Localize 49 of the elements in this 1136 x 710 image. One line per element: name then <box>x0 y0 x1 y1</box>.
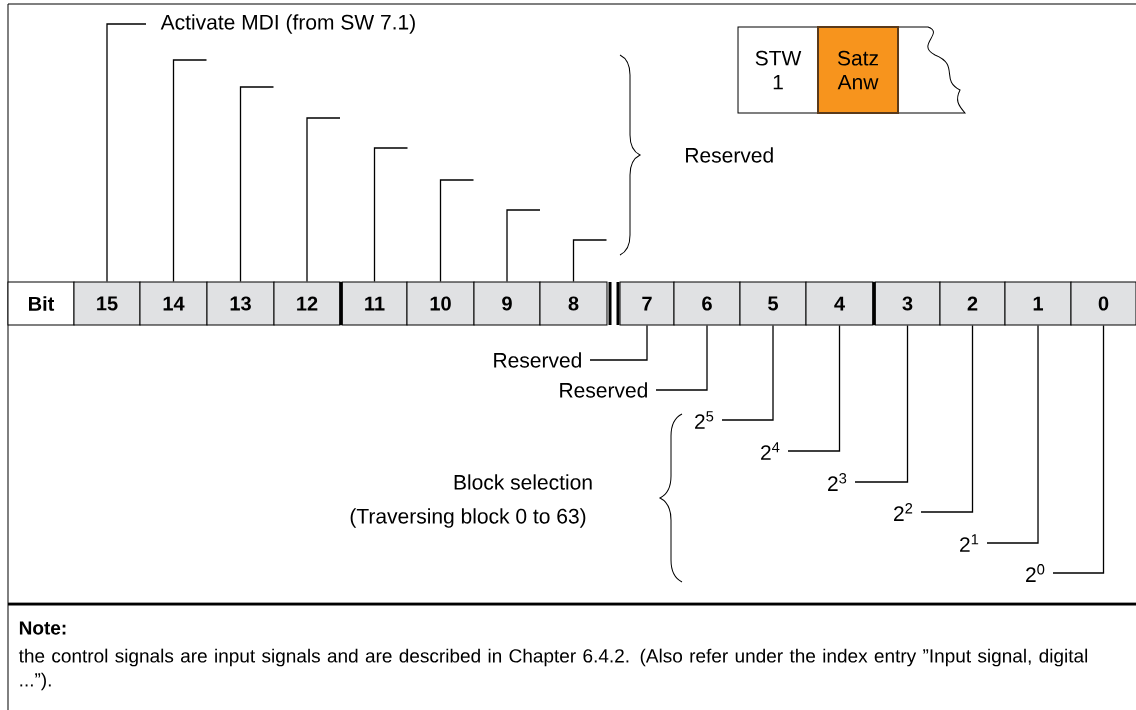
leader-line <box>920 324 974 513</box>
callout-text: 2$^{2}$ <box>894 503 913 521</box>
callout-text: Activate MDI (from SW 7.1) <box>160 14 415 34</box>
leader-line <box>589 324 648 361</box>
bit-cell: 6 <box>673 281 741 326</box>
leader-line <box>106 23 147 283</box>
bracket-label: (Traversing block 0 to 63) <box>350 508 586 528</box>
leader-line <box>986 324 1039 544</box>
callout-text: Reserved <box>494 352 581 368</box>
callout-text: 2$^{0}$ <box>1026 564 1045 582</box>
register-box: Satz Anw <box>817 26 899 114</box>
bit-cell: Bit <box>7 281 75 326</box>
leader-line <box>572 239 608 283</box>
bracket-label: Block selection <box>454 474 592 490</box>
note-text: the control signals are input signals and are described in Chapter 6.4.2. (Also refer under the index entry ”Input signal, digital ...”). <box>18 648 1088 691</box>
bit-cell: 11 <box>341 281 408 326</box>
bit-cell: 12 <box>273 281 341 326</box>
callout-text: 2$^{4}$ <box>761 442 780 460</box>
leader-line <box>721 324 774 421</box>
bit-cell: 13 <box>206 281 275 326</box>
leader-line <box>373 147 409 283</box>
bit-cell: 15 <box>73 281 141 326</box>
bracket-label: Reserved <box>686 147 773 163</box>
callout-text: Reserved <box>560 382 647 398</box>
leader-line <box>506 209 541 283</box>
bit-cell: 10 <box>406 281 475 326</box>
leader-line <box>1052 324 1105 574</box>
leader-line <box>439 179 475 283</box>
callout-text: 2$^{1}$ <box>960 534 979 552</box>
leader-line <box>239 86 275 283</box>
bit-cell: 8 <box>539 281 608 326</box>
register-box: STW 1 <box>737 26 819 114</box>
bit-cell: 1 <box>1004 281 1072 326</box>
bit-cell: 2 <box>939 281 1006 326</box>
bit-cell: 0 <box>1070 281 1136 326</box>
callout-text: 2$^{5}$ <box>695 411 714 429</box>
bit-cell: 5 <box>739 281 807 326</box>
callout-text: 2$^{3}$ <box>828 473 847 491</box>
leader-line <box>854 324 909 483</box>
leader-line <box>306 117 341 283</box>
leader-line <box>172 59 208 283</box>
leader-line <box>787 324 841 452</box>
bit-cell: 14 <box>139 281 208 326</box>
bit-cell: 3 <box>874 281 941 326</box>
bit-cell: 4 <box>805 281 874 326</box>
note-heading: Note: <box>19 621 66 635</box>
bit-cell: 9 <box>473 281 541 326</box>
bit-cell: 7 <box>619 281 675 326</box>
leader-line <box>655 324 708 391</box>
